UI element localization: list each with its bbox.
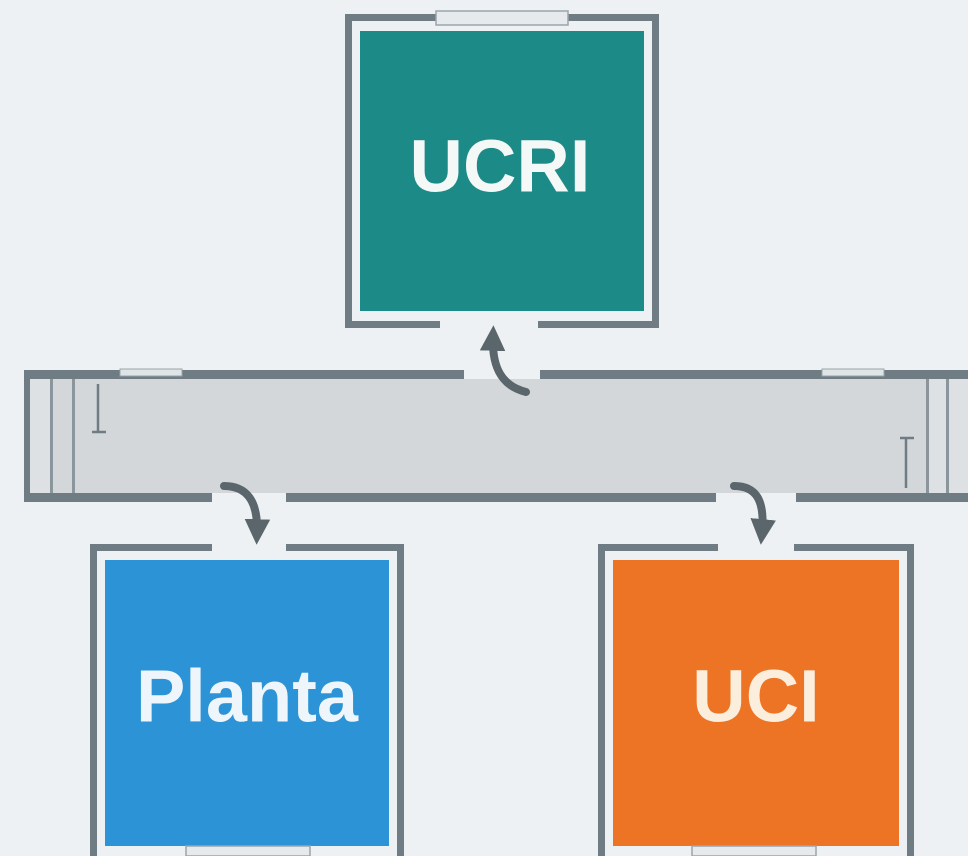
room-ucri-label: UCRI <box>410 125 591 208</box>
corridor-bottom-wall-right <box>796 493 968 502</box>
corridor-right-end-line <box>926 379 929 493</box>
corridor-left-end <box>24 370 30 502</box>
room-uci: UCI <box>598 541 914 856</box>
room-ucri-window <box>435 10 569 26</box>
corridor-bottom-wall-left <box>24 493 212 502</box>
corridor-left-end-line <box>50 379 53 493</box>
corridor-top-wall-left <box>24 370 464 379</box>
room-uci-label: UCI <box>692 655 819 738</box>
corridor-handrail <box>900 436 914 488</box>
room-planta-label: Planta <box>136 655 359 738</box>
corridor-handrail <box>92 384 106 434</box>
corridor <box>24 368 968 502</box>
corridor-floor <box>24 376 968 498</box>
arrow-corridor-to-ucri <box>479 325 530 396</box>
corridor-left-end-panel <box>30 379 50 493</box>
room-planta-floor <box>105 560 389 846</box>
room-planta: Planta <box>90 541 404 856</box>
arrow-corridor-to-planta <box>220 482 271 545</box>
room-ucri: UCRI <box>345 10 659 330</box>
arrow-corridor-to-uci <box>730 482 776 545</box>
room-ucri-floor <box>360 31 644 311</box>
room-uci-floor <box>613 560 899 846</box>
room-ucri-door-gap <box>440 318 538 330</box>
corridor-left-end-line <box>72 379 75 493</box>
corridor-top-wall-right <box>540 370 968 379</box>
corridor-window <box>119 368 183 377</box>
corridor-window <box>821 368 885 377</box>
room-uci-window <box>691 845 817 856</box>
room-planta-window <box>185 845 311 856</box>
corridor-bottom-wall-mid <box>286 493 716 502</box>
corridor-right-end-line <box>946 379 949 493</box>
